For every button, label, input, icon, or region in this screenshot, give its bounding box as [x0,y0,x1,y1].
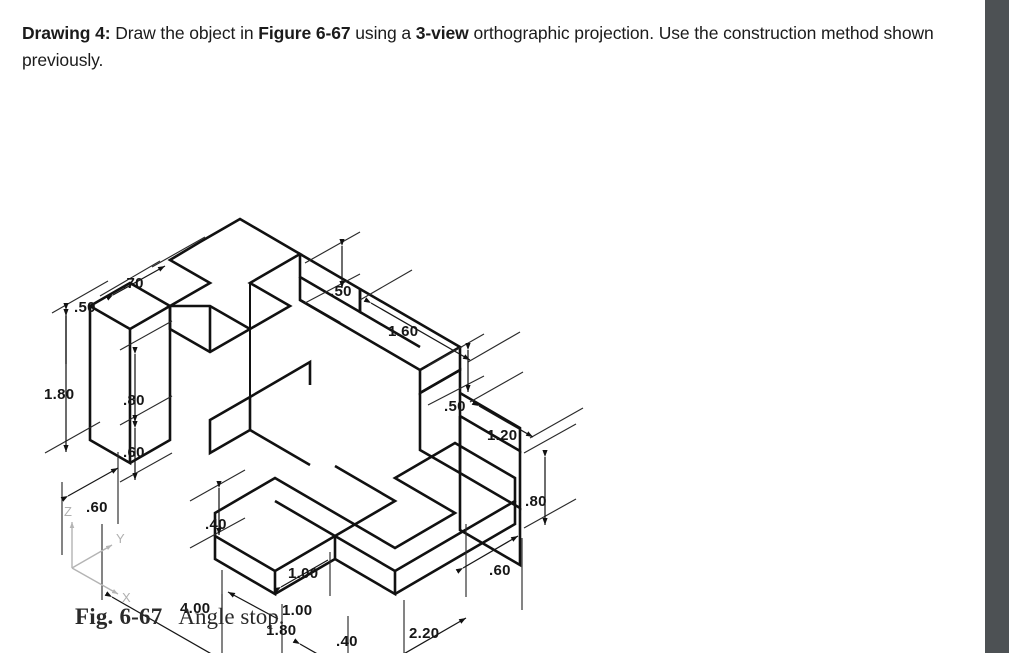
dim-label-60-base: .60 [86,499,108,516]
dim-label-50-top-right: .50 [330,283,352,300]
dim-label-80-left: .80 [123,392,145,409]
axis-label-x: X [122,590,131,605]
dim-label-70: .70 [122,275,144,292]
dim-label-50-mid: .50 [444,398,466,415]
axis-label-z: Z [64,504,72,519]
dim-label-180-bottom: 1.80 [266,622,296,639]
view-type-label: 3-view [415,23,469,43]
axis-triad: Z Y X [64,504,131,605]
dim-label-100-lower: 1.00 [282,602,312,619]
dim-label-220: 2.20 [409,625,439,642]
center-plate-base-join [249,428,311,467]
instruction-text-1: Draw the object in [110,23,259,43]
dim-label-40-bottom: .40 [336,633,358,650]
instruction-paragraph: Drawing 4: Draw the object in Figure 6-6… [22,20,947,73]
center-plate-upper-join [249,359,312,399]
base-top-surface [213,441,517,573]
dim-label-50-top-left: .50 [74,299,96,316]
left-post-right-face [129,306,172,465]
figure-caption: Fig. 6-67 Angle stop. [75,604,284,630]
dim-label-100-upper: 1.00 [288,565,318,582]
dim-label-40-left: .40 [205,516,227,533]
dim-label-180: 1.80 [44,386,74,403]
right-gutter-bar [985,0,1009,653]
dim-label-60-left: .60 [123,444,145,461]
figure-illustration: .70 .50 1.80 .80 .60 [0,100,700,653]
upper-top-surface [165,217,303,331]
base-inner-pocket [274,464,398,538]
left-post-left-face [88,306,132,466]
dim-label-160: 1.60 [388,323,418,340]
drawing-number-label: Drawing 4: [22,23,111,43]
dimension-annotations: .70 .50 1.80 .80 .60 [44,231,584,653]
dim-label-120: 1.20 [487,427,517,444]
figure-reference-label: Figure 6-67 [258,23,351,43]
isometric-drawing-svg: .70 .50 1.80 .80 .60 [44,217,584,653]
figure-caption-number: Fig. 6-67 [75,604,163,629]
upper-arm-end-face [418,347,462,396]
base-left-front-face [213,536,277,597]
instruction-text-3: orthographic projection. Use the constru… [22,23,934,70]
dim-label-80-right: .80 [525,493,547,510]
base-right-front-face [394,501,517,596]
top-notch-step [168,306,251,354]
mid-step-top [419,367,462,395]
instruction-text-2: using a [350,23,416,43]
axis-label-y: Y [116,531,125,546]
figure-caption-title: Angle stop. [178,604,285,629]
document-page: Drawing 4: Draw the object in Figure 6-6… [0,20,947,653]
dim-label-60-right: .60 [489,562,511,579]
axis-x-line [71,567,119,595]
axis-y-line [71,544,113,569]
middle-notch-tab [208,394,252,456]
dim-label-400: 4.00 [180,600,210,617]
upper-arm-top-band [299,287,463,372]
